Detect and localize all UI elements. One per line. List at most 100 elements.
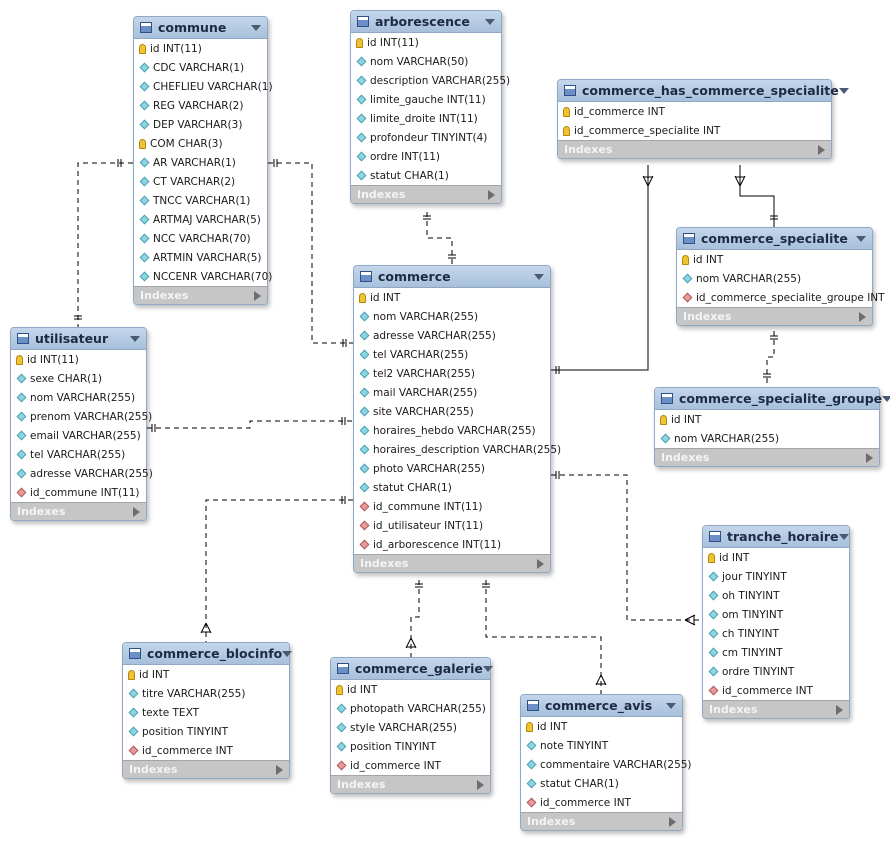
expand-arrow-icon[interactable] xyxy=(537,558,544,569)
column-row[interactable]: ordre TINYINT xyxy=(703,662,849,681)
column-row[interactable]: CDC VARCHAR(1) xyxy=(134,58,267,77)
expand-arrow-icon[interactable] xyxy=(488,189,495,200)
column-row[interactable]: tel VARCHAR(255) xyxy=(11,445,146,464)
column-row[interactable]: id_utilisateur INT(11) xyxy=(354,516,550,535)
column-row[interactable]: statut CHAR(1) xyxy=(351,166,501,185)
column-row[interactable]: mail VARCHAR(255) xyxy=(354,383,550,402)
column-row[interactable]: id_commune INT(11) xyxy=(11,483,146,502)
column-row[interactable]: photo VARCHAR(255) xyxy=(354,459,550,478)
indexes-section[interactable]: Indexes xyxy=(351,185,501,203)
collapse-arrow-icon[interactable] xyxy=(882,395,890,402)
column-row[interactable]: id INT(11) xyxy=(134,39,267,58)
indexes-section[interactable]: Indexes xyxy=(11,502,146,520)
column-row[interactable]: cm TINYINT xyxy=(703,643,849,662)
expand-arrow-icon[interactable] xyxy=(133,506,140,517)
collapse-arrow-icon[interactable] xyxy=(130,335,140,342)
table-header[interactable]: commerce_galerie xyxy=(331,658,493,680)
column-row[interactable]: oh TINYINT xyxy=(703,586,849,605)
column-row[interactable]: photopath VARCHAR(255) xyxy=(331,699,490,718)
collapse-arrow-icon[interactable] xyxy=(482,665,493,672)
table-commerce-has-commerce-specialite[interactable]: commerce_has_commerce_specialite id_comme… xyxy=(557,79,849,159)
table-header[interactable]: commerce_avis xyxy=(521,695,682,717)
column-row[interactable]: nom VARCHAR(255) xyxy=(11,388,146,407)
column-row[interactable]: profondeur TINYINT(4) xyxy=(351,128,501,147)
column-row[interactable]: id INT xyxy=(655,410,879,429)
indexes-section[interactable]: Indexes xyxy=(134,286,267,304)
column-row[interactable]: id_commerce INT xyxy=(703,681,849,700)
collapse-arrow-icon[interactable] xyxy=(282,650,293,657)
column-row[interactable]: id INT xyxy=(354,288,550,307)
column-row[interactable]: site VARCHAR(255) xyxy=(354,402,550,421)
expand-arrow-icon[interactable] xyxy=(254,290,261,301)
column-row[interactable]: id INT xyxy=(703,548,849,567)
column-row[interactable]: id INT(11) xyxy=(11,350,146,369)
column-row[interactable]: note TINYINT xyxy=(521,736,682,755)
column-row[interactable]: nom VARCHAR(255) xyxy=(655,429,879,448)
collapse-arrow-icon[interactable] xyxy=(838,533,849,540)
column-row[interactable]: jour TINYINT xyxy=(703,567,849,586)
column-row[interactable]: ARTMAJ VARCHAR(5) xyxy=(134,210,267,229)
column-row[interactable]: texte TEXT xyxy=(123,703,289,722)
table-header[interactable]: commune xyxy=(134,17,267,39)
table-header[interactable]: commerce_has_commerce_specialite xyxy=(558,80,849,102)
column-row[interactable]: nom VARCHAR(255) xyxy=(677,269,872,288)
column-row[interactable]: position TINYINT xyxy=(331,737,490,756)
expand-arrow-icon[interactable] xyxy=(276,764,283,775)
column-row[interactable]: id INT xyxy=(123,665,289,684)
column-row[interactable]: NCC VARCHAR(70) xyxy=(134,229,267,248)
column-row[interactable]: id_commerce_specialite_groupe INT xyxy=(677,288,885,307)
column-row[interactable]: ch TINYINT xyxy=(703,624,849,643)
indexes-section[interactable]: Indexes xyxy=(677,307,872,325)
column-row[interactable]: sexe CHAR(1) xyxy=(11,369,146,388)
column-row[interactable]: id_commerce INT xyxy=(521,793,682,812)
column-row[interactable]: DEP VARCHAR(3) xyxy=(134,115,267,134)
column-row[interactable]: adresse VARCHAR(255) xyxy=(354,326,550,345)
collapse-arrow-icon[interactable] xyxy=(666,702,676,709)
column-row[interactable]: id INT xyxy=(521,717,682,736)
column-row[interactable]: id INT xyxy=(331,680,490,699)
column-row[interactable]: titre VARCHAR(255) xyxy=(123,684,289,703)
table-header[interactable]: commerce xyxy=(354,266,550,288)
indexes-section[interactable]: Indexes xyxy=(655,448,879,466)
column-row[interactable]: TNCC VARCHAR(1) xyxy=(134,191,267,210)
column-row[interactable]: om TINYINT xyxy=(703,605,849,624)
table-header[interactable]: commerce_specialite_groupe xyxy=(655,388,890,410)
expand-arrow-icon[interactable] xyxy=(669,816,676,827)
column-row[interactable]: tel2 VARCHAR(255) xyxy=(354,364,550,383)
column-row[interactable]: nom VARCHAR(50) xyxy=(351,52,501,71)
expand-arrow-icon[interactable] xyxy=(859,311,866,322)
column-row[interactable]: commentaire VARCHAR(255) xyxy=(521,755,692,774)
column-row[interactable]: description VARCHAR(255) xyxy=(351,71,510,90)
indexes-section[interactable]: Indexes xyxy=(703,700,849,718)
column-row[interactable]: horaires_description VARCHAR(255) xyxy=(354,440,561,459)
column-row[interactable]: ARTMIN VARCHAR(5) xyxy=(134,248,267,267)
indexes-section[interactable]: Indexes xyxy=(331,775,490,793)
column-row[interactable]: horaires_hebdo VARCHAR(255) xyxy=(354,421,550,440)
table-header[interactable]: utilisateur xyxy=(11,328,146,350)
collapse-arrow-icon[interactable] xyxy=(856,235,866,242)
column-row[interactable]: COM CHAR(3) xyxy=(134,134,267,153)
column-row[interactable]: CHEFLIEU VARCHAR(1) xyxy=(134,77,273,96)
collapse-arrow-icon[interactable] xyxy=(534,273,544,280)
column-row[interactable]: id_commerce INT xyxy=(123,741,289,760)
expand-arrow-icon[interactable] xyxy=(836,704,843,715)
collapse-arrow-icon[interactable] xyxy=(485,18,495,25)
column-row[interactable]: id_commerce INT xyxy=(331,756,490,775)
column-row[interactable]: limite_gauche INT(11) xyxy=(351,90,501,109)
column-row[interactable]: limite_droite INT(11) xyxy=(351,109,501,128)
collapse-arrow-icon[interactable] xyxy=(838,87,849,94)
expand-arrow-icon[interactable] xyxy=(477,779,484,790)
table-header[interactable]: tranche_horaire xyxy=(703,526,849,548)
collapse-arrow-icon[interactable] xyxy=(251,24,261,31)
column-row[interactable]: id_commerce_specialite INT xyxy=(558,121,831,140)
column-row[interactable]: REG VARCHAR(2) xyxy=(134,96,267,115)
column-row[interactable]: statut CHAR(1) xyxy=(354,478,550,497)
column-row[interactable]: ordre INT(11) xyxy=(351,147,501,166)
